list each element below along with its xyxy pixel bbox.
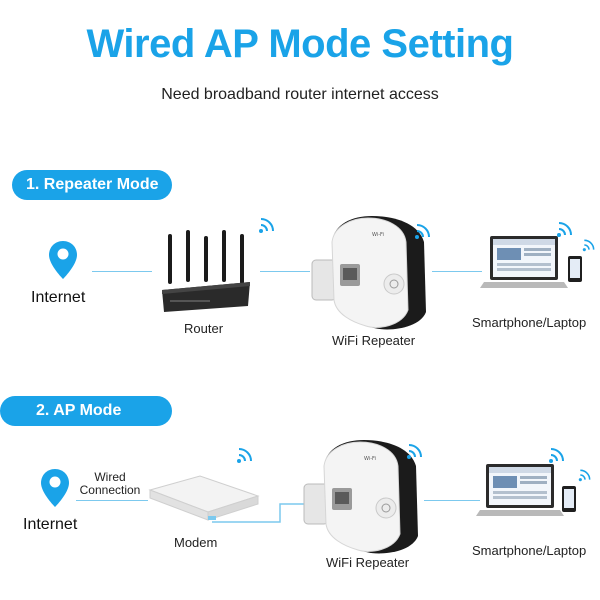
wifi-repeater-label: WiFi Repeater	[326, 555, 410, 570]
internet-label: Internet	[31, 289, 86, 306]
page-title: Wired AP Mode Setting	[86, 22, 514, 66]
wired-connection-line	[76, 500, 148, 501]
wifi-repeater-icon: Wi-Fi	[311, 216, 426, 330]
smartphone-laptop-label: Smartphone/Laptop	[472, 315, 587, 330]
page-subtitle: Need broadband router internet access	[161, 86, 439, 103]
router-icon	[162, 230, 250, 312]
wifi-repeater-icon: Wi-Fi	[303, 440, 418, 554]
location-pin-icon	[41, 469, 69, 507]
svg-text:Wi-Fi: Wi-Fi	[364, 456, 376, 462]
ap-mode-badge: 2. AP Mode	[0, 396, 172, 426]
wifi-signal-icon	[415, 224, 430, 239]
wifi-signal-icon	[259, 218, 274, 233]
connection-line	[424, 500, 480, 501]
smartphone-laptop-label: Smartphone/Laptop	[472, 543, 587, 558]
wifi-repeater-label: WiFi Repeater	[332, 333, 416, 348]
connection-line	[260, 271, 310, 272]
wired-connection-label: Wired Connection	[79, 470, 141, 497]
svg-text:Wi-Fi: Wi-Fi	[372, 232, 384, 238]
location-pin-icon	[49, 241, 77, 279]
wifi-signal-icon	[237, 448, 252, 463]
internet-label: Internet	[23, 516, 78, 533]
laptop-smartphone-icon	[476, 464, 576, 516]
connection-line	[432, 271, 482, 272]
connection-line	[92, 271, 152, 272]
wifi-signal-icon	[578, 469, 591, 482]
laptop-smartphone-icon	[480, 236, 582, 288]
repeater-mode-badge: 1. Repeater Mode	[12, 170, 173, 200]
modem-icon	[148, 475, 260, 521]
wifi-signal-icon	[549, 448, 564, 463]
wifi-signal-icon	[582, 239, 595, 252]
wifi-signal-icon	[407, 444, 422, 459]
router-label: Router	[184, 321, 224, 336]
modem-label: Modem	[174, 535, 218, 550]
wifi-signal-icon	[557, 222, 572, 237]
